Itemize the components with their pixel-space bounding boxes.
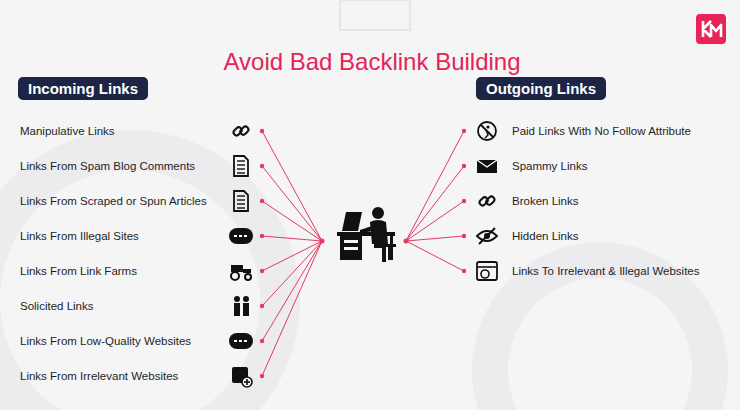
hub-dot <box>320 239 325 244</box>
leader-dot <box>260 129 264 133</box>
leader-dot <box>462 164 466 168</box>
item-icon <box>234 156 248 176</box>
header-text: Outgoing Links <box>486 80 596 97</box>
leader-dot <box>260 199 264 203</box>
list-item: Links To Irrelevant & Illegal Websites <box>512 265 700 277</box>
decor-frame <box>340 0 410 30</box>
section-header: Outgoing Links <box>476 77 606 100</box>
leader-line <box>406 166 464 241</box>
item-icon <box>234 296 249 316</box>
item-icons <box>229 122 497 387</box>
item-icon <box>229 228 253 244</box>
list-item: Paid Links With No Follow Attribute <box>512 125 691 137</box>
hub-dot <box>404 239 409 244</box>
leader-dot <box>462 269 466 273</box>
leader-dot <box>260 304 264 308</box>
item-icon <box>232 125 249 136</box>
list-item: Links From Spam Blog Comments <box>20 160 195 172</box>
header-text: Incoming Links <box>28 80 138 97</box>
leader-dot <box>260 339 264 343</box>
leader-line <box>406 201 464 241</box>
leader-line <box>262 241 322 306</box>
item-icon <box>477 160 497 173</box>
person-at-desk-icon <box>337 207 396 262</box>
leader-line <box>406 241 464 271</box>
leader-dot <box>260 269 264 273</box>
list-item: Links From Scraped or Spun Articles <box>20 195 207 207</box>
item-icon <box>232 367 252 387</box>
item-icon <box>229 333 253 349</box>
list-item: Links From Link Farms <box>20 265 137 277</box>
diagram-title: Avoid Bad Backlink Building <box>223 48 520 76</box>
leader-line <box>262 131 322 241</box>
leader-line <box>262 201 322 241</box>
decor-ring <box>490 260 710 410</box>
item-icon <box>231 265 251 280</box>
leader-dot <box>462 129 466 133</box>
leader-line <box>262 241 322 376</box>
list-item: Links From Low-Quality Websites <box>20 335 191 347</box>
item-icon <box>478 122 496 140</box>
list-item: Links From Illegal Sites <box>20 230 139 242</box>
leader-line <box>406 131 464 241</box>
leader-line <box>262 166 322 241</box>
leader-dot <box>260 164 264 168</box>
list-item: Manipulative Links <box>20 125 115 137</box>
leader-dot <box>462 234 466 238</box>
list-item: Broken Links <box>512 195 578 207</box>
logo <box>696 14 726 44</box>
list-item: Spammy Links <box>512 160 587 172</box>
decor-ring <box>0 150 280 410</box>
leader-line <box>262 236 322 241</box>
leader-dot <box>462 199 466 203</box>
leader-dot <box>260 234 264 238</box>
list-item: Hidden Links <box>512 230 578 242</box>
leader-line <box>406 236 464 241</box>
leader-dot <box>260 374 264 378</box>
leader-line <box>262 241 322 341</box>
leader-lines <box>260 129 466 378</box>
section-header: Incoming Links <box>18 77 148 100</box>
item-icon <box>478 195 495 206</box>
list-item: Solicited Links <box>20 300 94 312</box>
item-icon <box>477 262 497 280</box>
list-item: Links From Irrelevant Websites <box>20 370 178 382</box>
item-icon <box>477 228 497 244</box>
item-icon <box>234 191 248 211</box>
